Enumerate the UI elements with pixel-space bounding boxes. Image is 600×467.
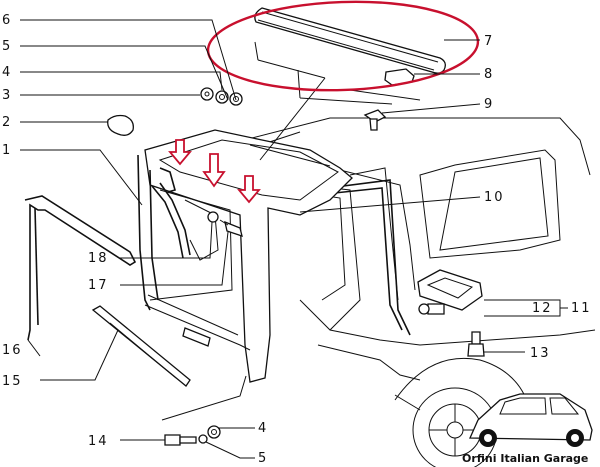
watermark-text: Orfini Italian Garage [462, 452, 588, 465]
part-9-plug [363, 109, 387, 131]
red-arrow-3 [237, 175, 261, 204]
part-5-washer-bottom [198, 434, 208, 444]
callout-3: 3 [2, 88, 12, 103]
part-17-stud [207, 211, 243, 237]
callout-10: 10 [484, 190, 505, 205]
car-silhouette-logo [469, 393, 593, 447]
callout-2: 2 [2, 115, 12, 130]
callout-labels: 6 5 4 3 2 1 7 8 9 10 11 12 13 14 15 16 1… [2, 13, 592, 466]
part-12-lamp [417, 269, 483, 315]
part-16-seal [24, 195, 137, 341]
part-18-rod [151, 182, 191, 259]
callout-8: 8 [484, 67, 494, 82]
callout-17: 17 [88, 278, 109, 293]
callout-12: 12 [532, 301, 553, 316]
callout-9: 9 [484, 97, 494, 112]
callout-11: 11 [571, 301, 592, 316]
part-13-bolt [467, 331, 485, 357]
part-7-gas-strut [254, 7, 446, 74]
part-3-washer [200, 87, 214, 101]
callout-14: 14 [88, 434, 109, 449]
red-arrow-1 [168, 139, 192, 166]
callout-15: 15 [2, 374, 23, 389]
part-4-washer-bottom [207, 425, 221, 439]
callout-5: 5 [2, 39, 12, 54]
red-arrow-2 [202, 153, 226, 188]
callout-7: 7 [484, 34, 494, 49]
part-14-bolt [164, 434, 197, 446]
callout-6: 6 [2, 13, 12, 28]
leader-lines [20, 19, 568, 459]
callout-5-bottom: 5 [258, 451, 268, 466]
callout-4-bottom: 4 [258, 421, 268, 436]
tailgate-panel [137, 129, 353, 383]
part-2-bumper-pad [107, 114, 134, 136]
callout-16: 16 [2, 343, 23, 358]
callout-4: 4 [2, 65, 12, 80]
callout-13: 13 [530, 346, 551, 361]
highlight-ellipse [206, 0, 480, 92]
callout-18: 18 [88, 251, 109, 266]
callout-1: 1 [2, 143, 12, 158]
